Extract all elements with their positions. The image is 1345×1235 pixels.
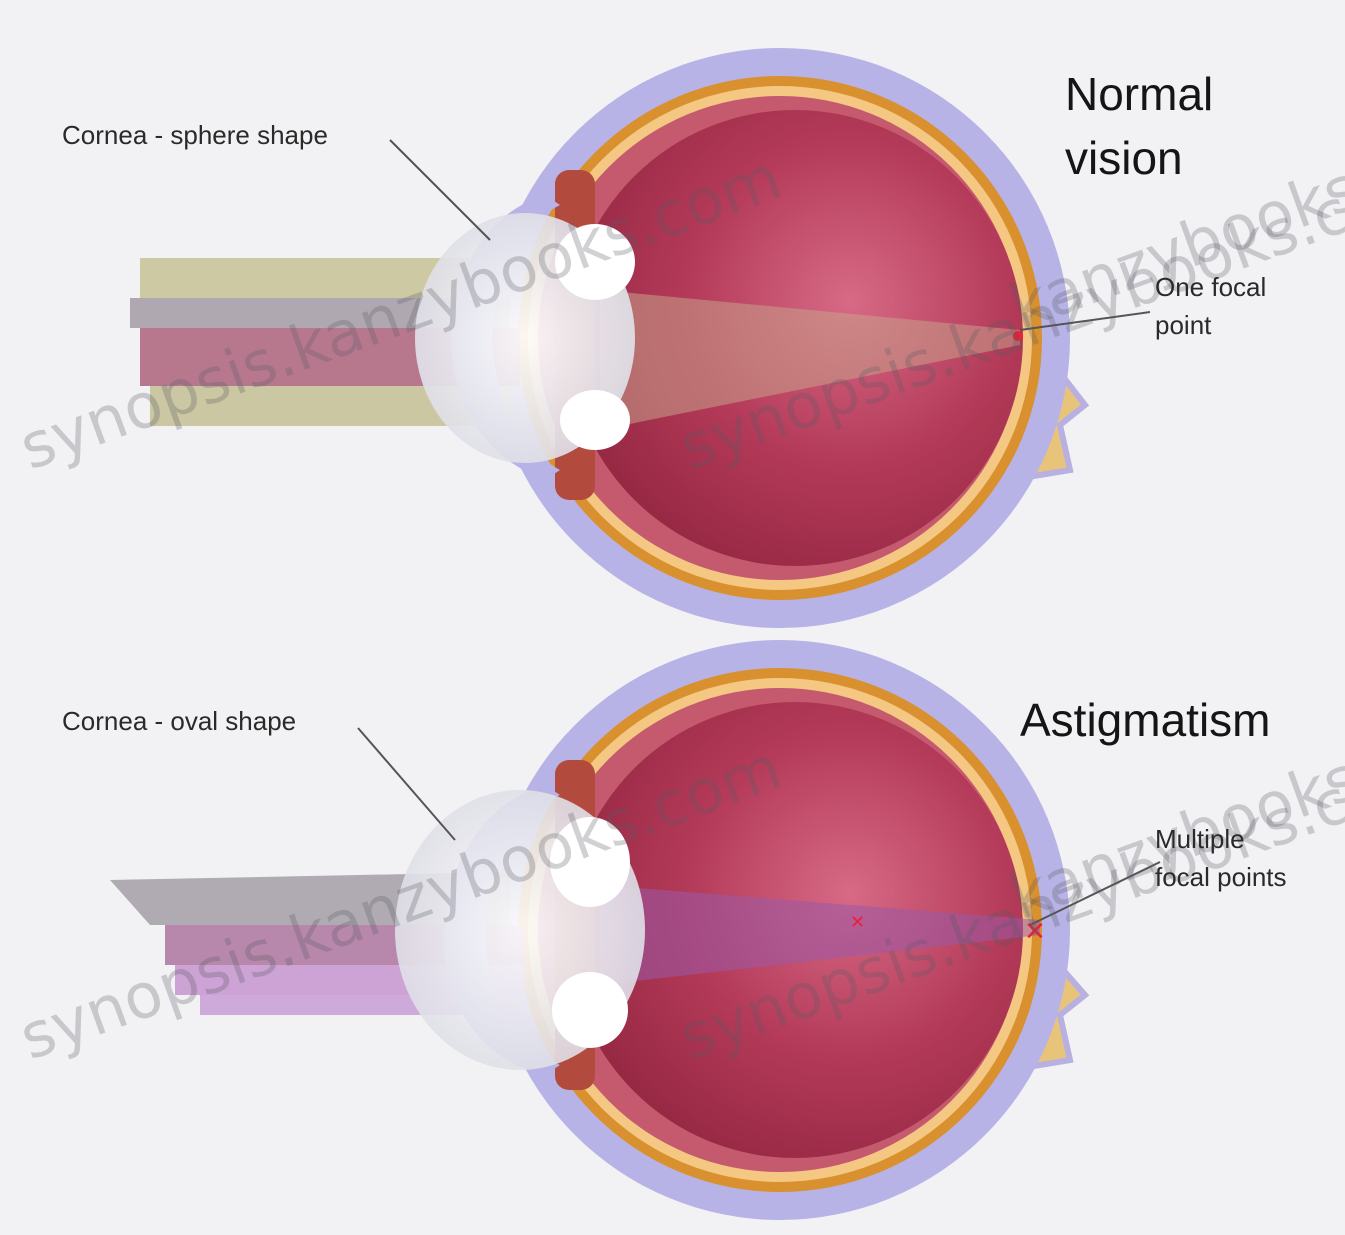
astig-title: Astigmatism <box>1020 688 1270 752</box>
astig-focal-label: Multiple focal points <box>1155 820 1287 896</box>
normal-focal-label: One focal point <box>1155 268 1266 344</box>
astig-cornea-leader <box>358 728 455 840</box>
normal-cornea-label: Cornea - sphere shape <box>62 116 328 154</box>
normal-title: Normal vision <box>1065 62 1213 190</box>
normal-cornea-leader <box>390 140 490 240</box>
astig-pupil-bottom <box>552 972 628 1048</box>
normal-pupil-bottom <box>560 390 630 450</box>
astig-cornea-label: Cornea - oval shape <box>62 702 296 740</box>
astig-focal-marker-2: ✕ <box>850 912 865 933</box>
